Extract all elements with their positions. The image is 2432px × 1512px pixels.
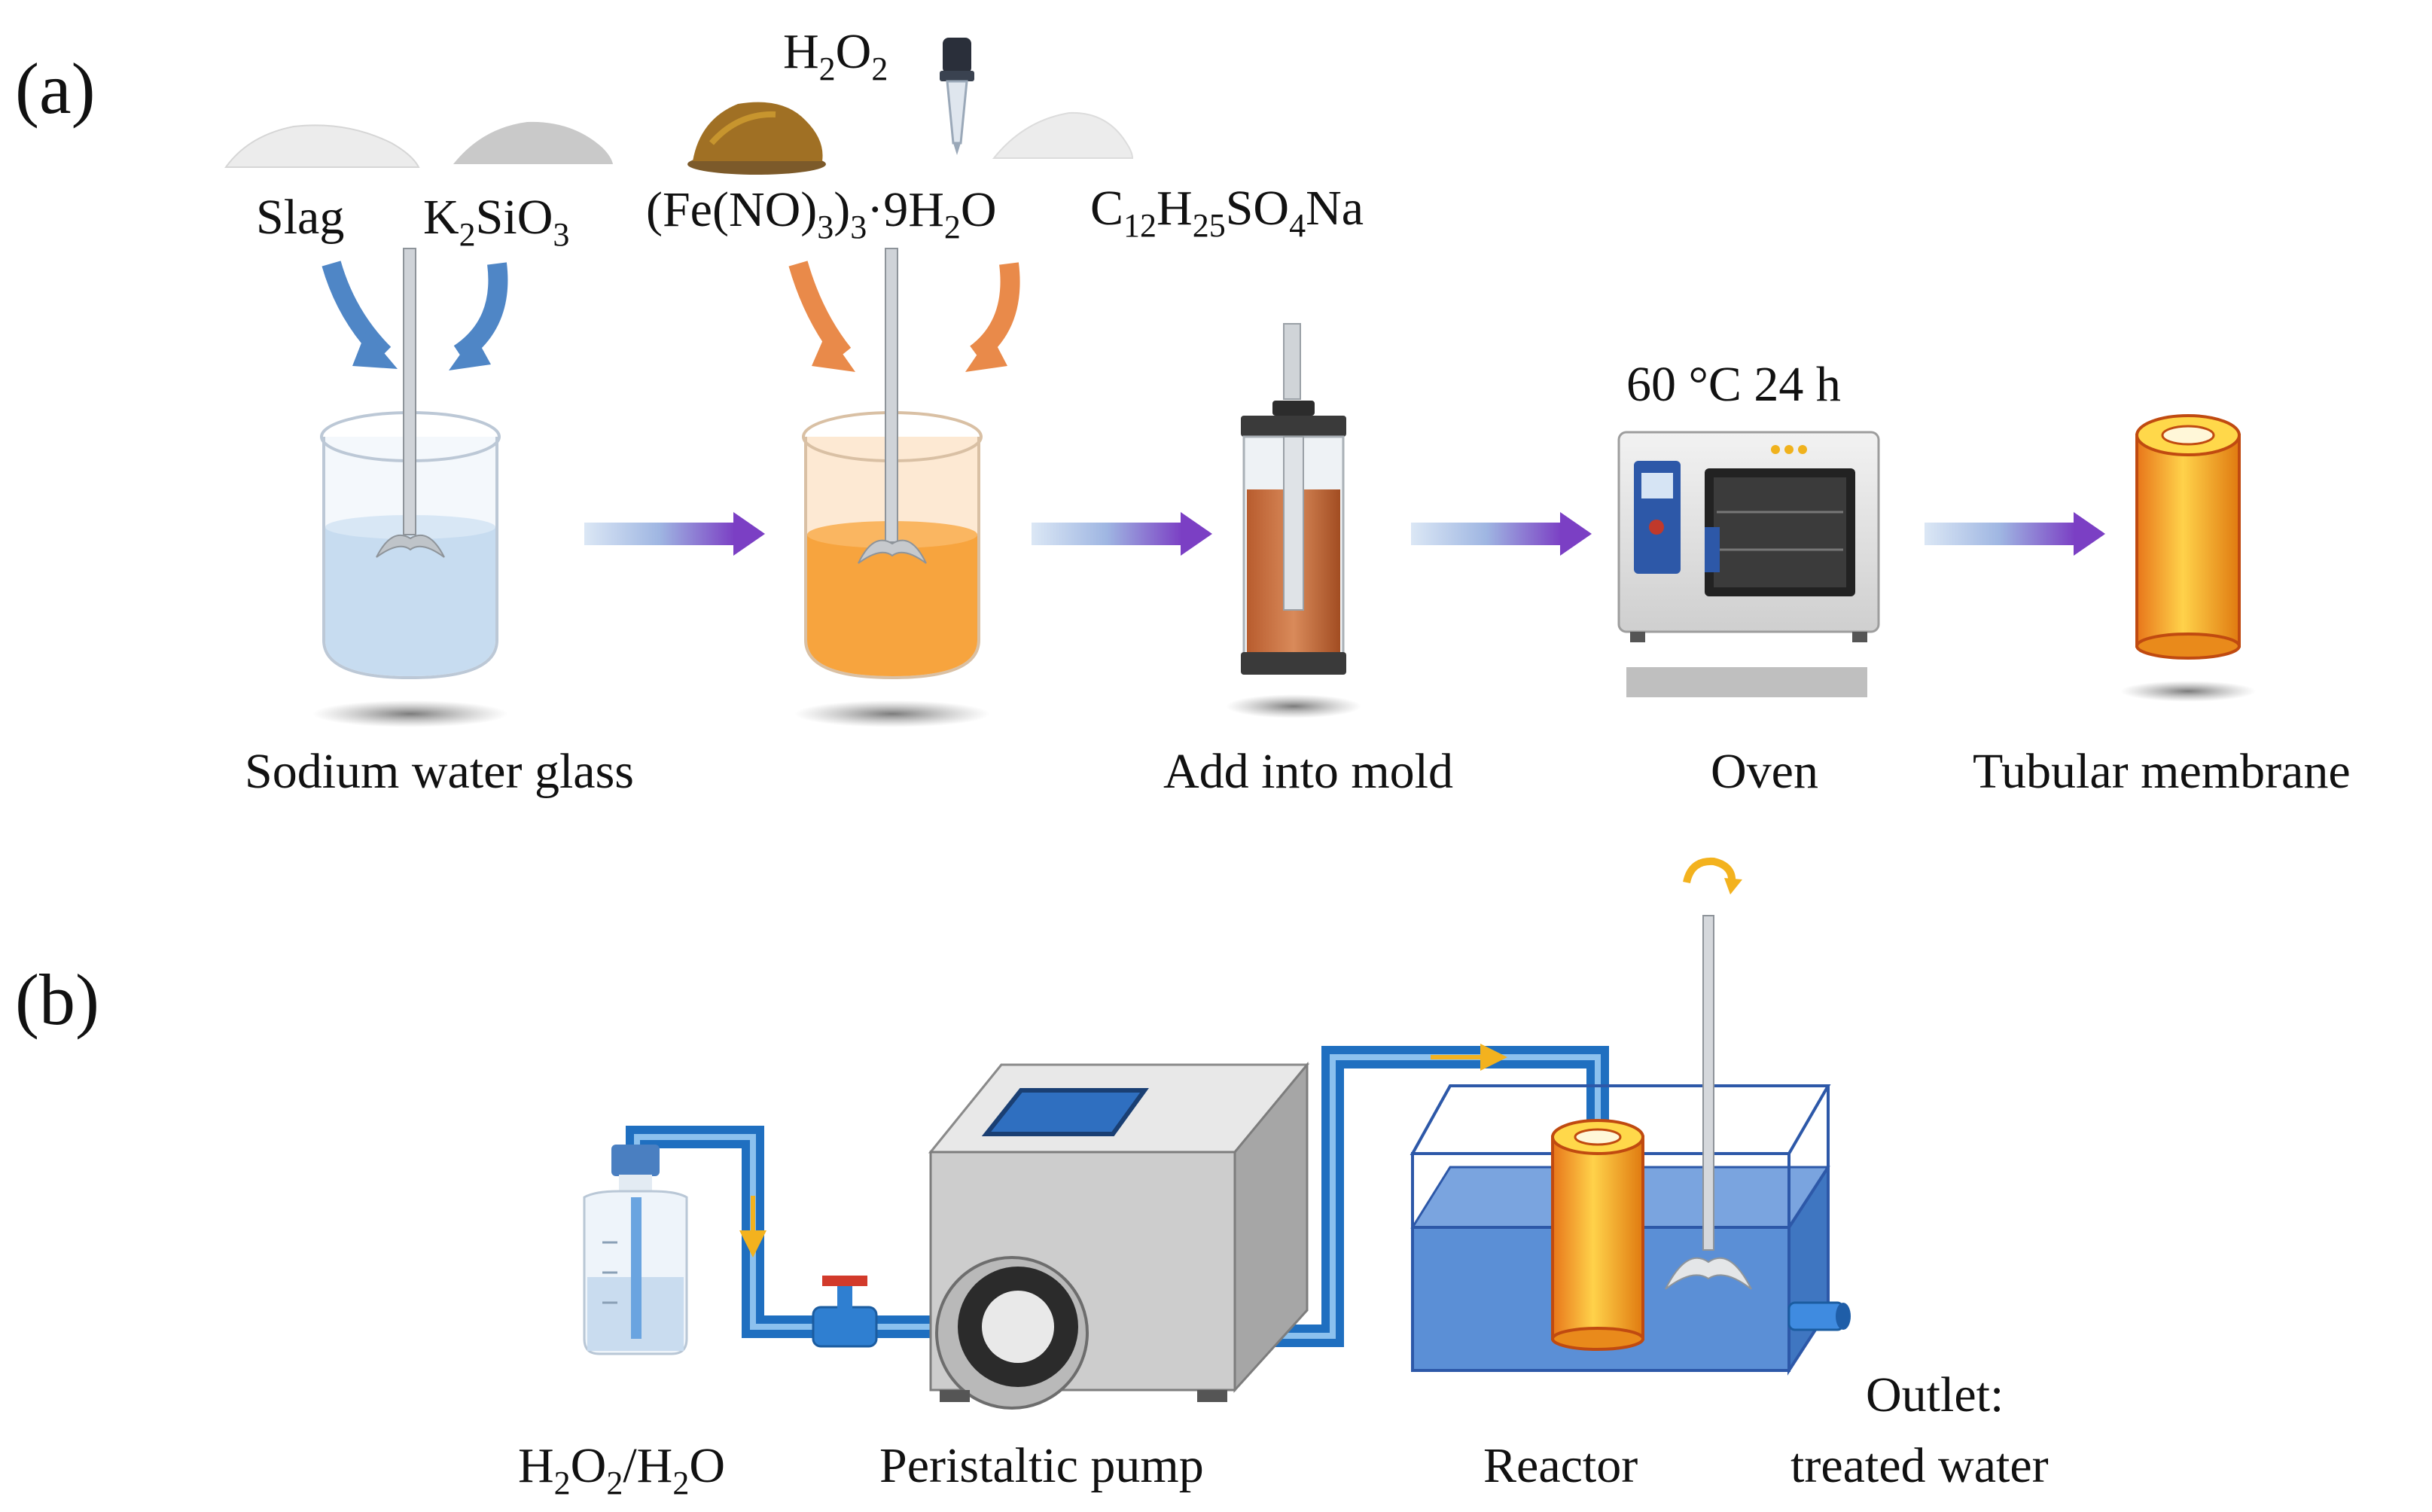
mold-icon bbox=[1226, 323, 1361, 718]
beaker-sodium-water-glass bbox=[312, 248, 508, 727]
feed-bottle-icon bbox=[583, 1145, 688, 1355]
dropper-icon bbox=[940, 38, 974, 155]
outlet-label-line1: Outlet: bbox=[1866, 1367, 2004, 1422]
stirrer-icon bbox=[1665, 857, 1752, 1290]
process-arrow-3 bbox=[1411, 512, 1592, 556]
process-arrow-1 bbox=[584, 512, 765, 556]
panel-b-label: (b) bbox=[15, 959, 99, 1040]
outlet-label-line2: treated water bbox=[1790, 1438, 2049, 1493]
valve-icon[interactable] bbox=[812, 1276, 878, 1348]
process-arrow-4 bbox=[1925, 512, 2105, 556]
oven-condition: 60 °C 24 h bbox=[1626, 357, 1841, 412]
iron-nitrate-label: (Fe(NO)3)3·9H2O bbox=[646, 182, 997, 245]
slag-powder-icon bbox=[224, 124, 420, 168]
slag-label: Slag bbox=[256, 190, 344, 245]
step-tubular-membrane: Tubular membrane bbox=[1973, 744, 2351, 799]
process-arrow-2 bbox=[1032, 512, 1212, 556]
arrow-head-orange-left bbox=[812, 331, 855, 372]
arrow-head-blue-right bbox=[449, 334, 491, 370]
oven-icon bbox=[1617, 431, 1880, 697]
panel-a-label: (a) bbox=[15, 48, 96, 129]
iron-nitrate-powder-icon bbox=[687, 102, 826, 175]
k2sio3-label: K2SiO3 bbox=[423, 190, 569, 253]
h2o2-label: H2O2 bbox=[783, 24, 888, 87]
sds-label: C12H25SO4Na bbox=[1090, 181, 1364, 244]
curved-arrow-blue-right bbox=[453, 262, 508, 362]
arrow-head-orange-right bbox=[965, 334, 1007, 372]
curved-arrow-orange-left bbox=[788, 261, 852, 361]
peristaltic-pump-icon bbox=[928, 1061, 1310, 1410]
reactor-label: Reactor bbox=[1483, 1438, 1638, 1493]
arrow-head-blue-left bbox=[352, 331, 398, 369]
k2sio3-powder-icon bbox=[453, 121, 613, 164]
tubular-membrane-icon bbox=[2120, 414, 2256, 702]
curved-arrow-blue-left bbox=[322, 261, 392, 361]
pump-label: Peristaltic pump bbox=[879, 1438, 1204, 1493]
step-add-into-mold: Add into mold bbox=[1163, 744, 1453, 799]
sds-powder-icon bbox=[992, 111, 1134, 159]
step-sodium-water-glass: Sodium water glass bbox=[245, 744, 634, 799]
step-oven: Oven bbox=[1711, 744, 1818, 799]
beaker-mixture bbox=[794, 248, 990, 727]
feed-label: H2O2/H2O bbox=[518, 1438, 725, 1501]
reactor-membrane-icon bbox=[1551, 1119, 1644, 1351]
